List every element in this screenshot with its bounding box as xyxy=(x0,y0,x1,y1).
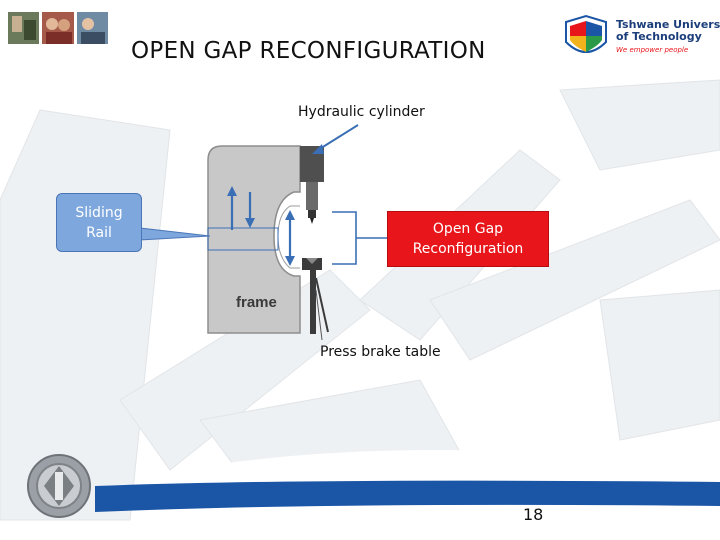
tut-logo-icon xyxy=(565,14,607,53)
open-gap-text: Open Gap Reconfiguration xyxy=(412,221,524,257)
header-photos xyxy=(8,12,108,44)
logo-tagline: We empower people xyxy=(616,46,689,54)
university-seal-icon xyxy=(27,454,91,518)
hydraulic-cylinder-label: Hydraulic cylinder xyxy=(298,104,425,120)
logo-line2: of Technology xyxy=(616,30,702,43)
sliding-rail-callout: Sliding Rail xyxy=(56,193,142,252)
logo-line1: Tshwane University xyxy=(616,18,720,31)
sliding-rail-text: Sliding Rail xyxy=(75,204,123,241)
press-table-leg xyxy=(310,270,316,334)
press-brake-label: Press brake table xyxy=(320,344,441,360)
open-gap-callout: Open Gap Reconfiguration xyxy=(387,211,549,267)
page-number: 18 xyxy=(523,505,544,524)
university-logo: Tshwane University of Technology We empo… xyxy=(560,12,720,64)
slide-title: OPEN GAP RECONFIGURATION xyxy=(131,38,486,64)
blue-banner xyxy=(95,480,720,512)
frame-label: frame xyxy=(236,294,277,311)
rail-band xyxy=(207,227,279,251)
